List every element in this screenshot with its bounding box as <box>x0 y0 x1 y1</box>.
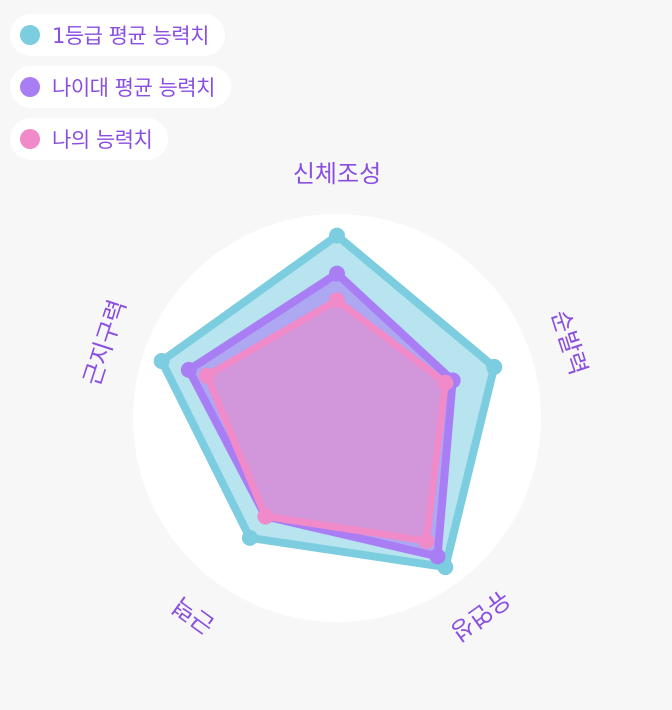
legend-label-top-grade: 1등급 평균 능력치 <box>52 24 209 48</box>
series-point <box>329 265 345 282</box>
series-point <box>486 358 503 375</box>
series-point <box>437 374 454 391</box>
axis-label: 순발력 <box>546 307 593 379</box>
series-point <box>153 353 170 370</box>
series-point <box>329 227 345 244</box>
axis-label: 신체조성 <box>293 160 381 188</box>
series-point <box>418 532 435 549</box>
series-2 <box>198 292 454 549</box>
legend-item-top-grade[interactable]: 1등급 평균 능력치 <box>10 14 225 56</box>
series-point <box>241 529 258 546</box>
legend-dot-top-grade <box>20 25 40 45</box>
legend-label-age-group: 나이대 평균 능력치 <box>52 76 215 100</box>
legend-label-mine: 나의 능력치 <box>52 128 153 152</box>
axis-label: 근지구력 <box>78 296 132 389</box>
series-point <box>257 508 274 525</box>
legend-dot-age-group <box>20 77 40 97</box>
axis-label: 근력 <box>167 591 219 640</box>
series-point <box>429 548 446 565</box>
series-point <box>329 292 345 309</box>
series-point <box>180 361 197 378</box>
legend-item-mine[interactable]: 나의 능력치 <box>10 118 169 160</box>
axis-label: 유연성 <box>445 585 515 647</box>
legend: 1등급 평균 능력치 나이대 평균 능력치 나의 능력치 <box>10 14 231 160</box>
legend-item-age-group[interactable]: 나이대 평균 능력치 <box>10 66 231 108</box>
series-area <box>203 296 449 545</box>
series-point <box>198 367 215 384</box>
legend-dot-mine <box>20 129 40 149</box>
